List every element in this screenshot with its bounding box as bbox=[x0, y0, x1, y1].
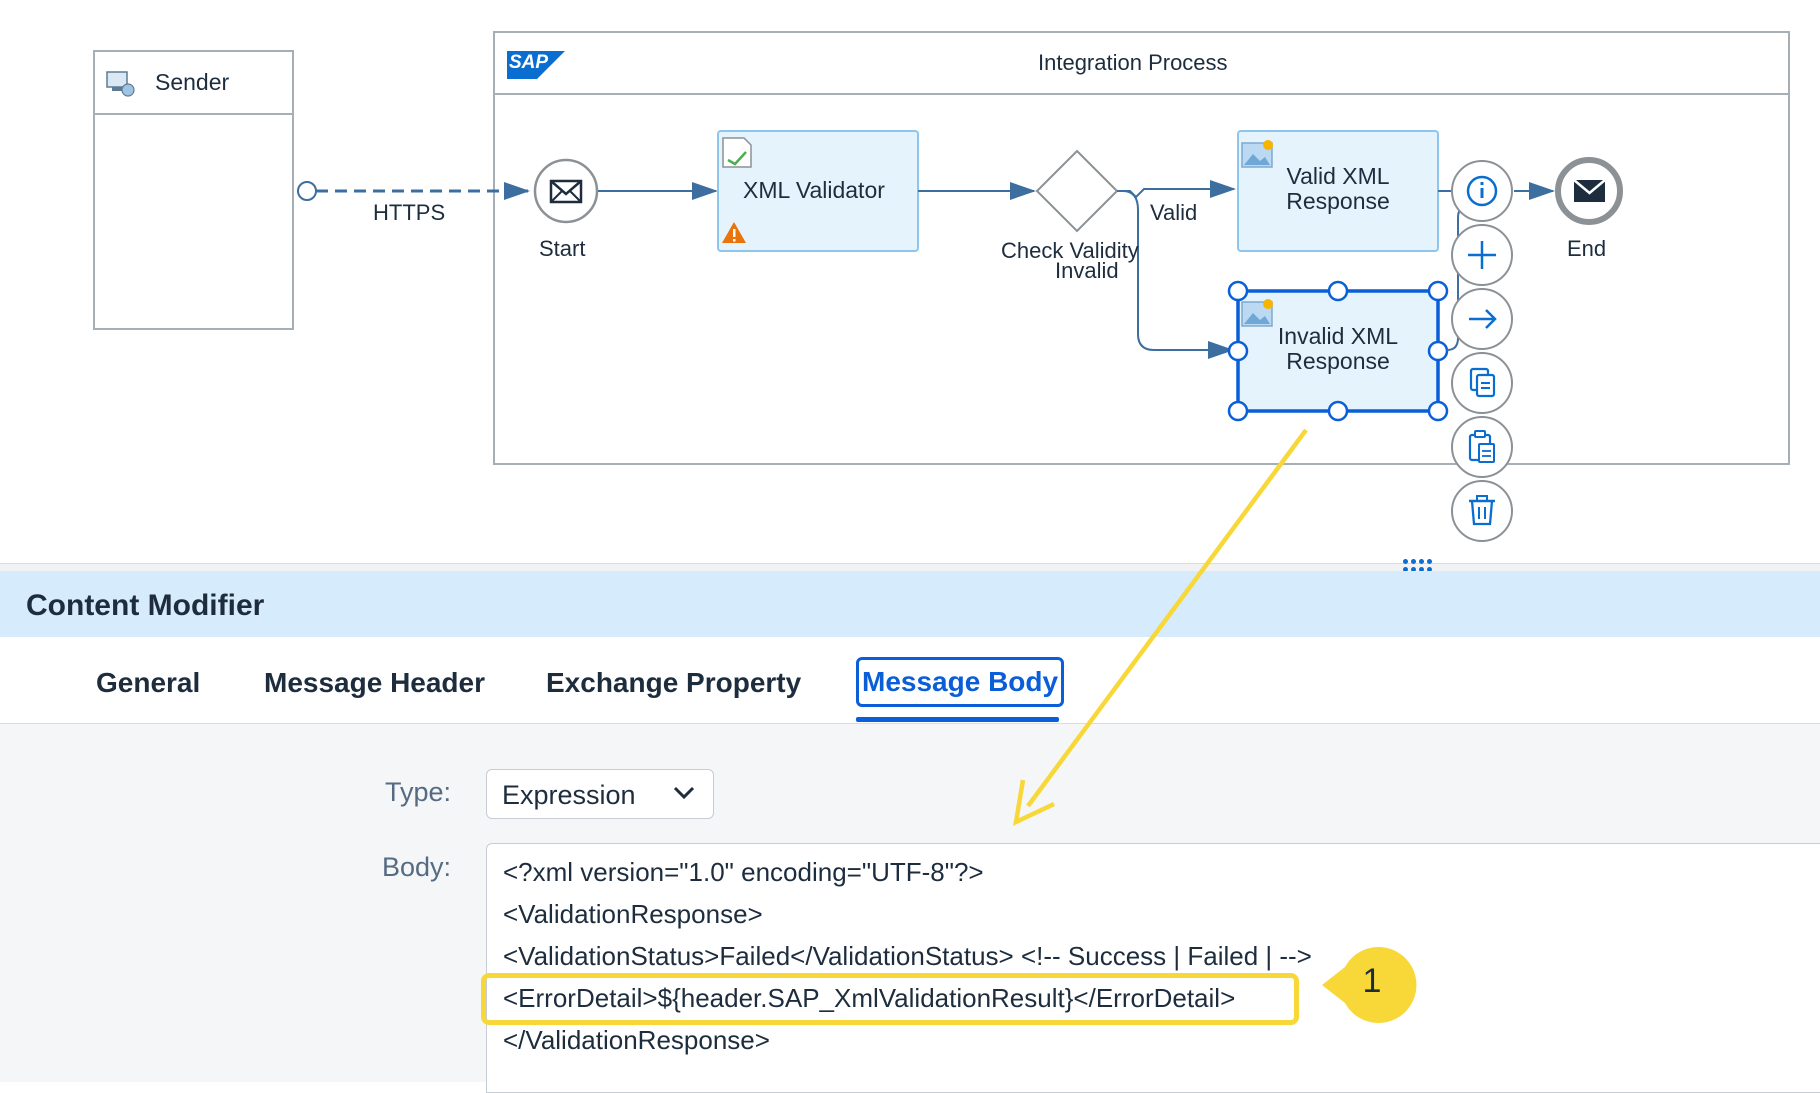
check-validity-gateway[interactable] bbox=[1035, 149, 1119, 233]
code-line: <ValidationStatus>Failed</ValidationStat… bbox=[503, 941, 1312, 971]
process-title: Integration Process bbox=[1038, 50, 1228, 75]
body-label: Body: bbox=[382, 852, 452, 882]
https-connection[interactable] bbox=[297, 181, 530, 201]
gateway-label: Check Validity bbox=[1001, 238, 1139, 263]
valid-response-label: Valid XML Response bbox=[1238, 164, 1438, 214]
warning-icon[interactable] bbox=[722, 222, 746, 243]
add-icon[interactable] bbox=[1451, 224, 1513, 286]
properties-panel-header: Content Modifier bbox=[0, 571, 1820, 637]
invalid-response-label: Invalid XML Response bbox=[1238, 324, 1438, 374]
integration-process-pool[interactable] bbox=[493, 31, 1790, 465]
tab-exchange-property[interactable]: Exchange Property bbox=[546, 667, 802, 698]
sap-logo-text: SAP bbox=[509, 52, 549, 73]
content-modifier-icon bbox=[1241, 140, 1273, 168]
code-line: <?xml version="1.0" encoding="UTF-8"?> bbox=[503, 857, 984, 887]
content-modifier-icon bbox=[1241, 299, 1273, 327]
invalid-response-label-line2: Response bbox=[1286, 348, 1390, 374]
type-select-value: Expression bbox=[502, 780, 636, 810]
info-icon[interactable] bbox=[1451, 160, 1513, 222]
end-event[interactable] bbox=[1555, 157, 1623, 225]
paste-icon[interactable] bbox=[1451, 416, 1513, 478]
connect-arrow-icon[interactable] bbox=[1451, 288, 1513, 350]
delete-icon[interactable] bbox=[1451, 480, 1513, 542]
invalid-route-label: Invalid bbox=[1055, 258, 1119, 283]
chevron-down-icon bbox=[673, 786, 695, 805]
sap-logo bbox=[507, 51, 565, 79]
code-line: </ValidationResponse> bbox=[503, 1025, 770, 1055]
active-tab-indicator bbox=[856, 717, 1059, 722]
highlight-box bbox=[481, 973, 1299, 1025]
invalid-route[interactable] bbox=[1122, 190, 1234, 359]
start-event[interactable] bbox=[533, 158, 599, 224]
diagram-canvas[interactable]: Sender Integration Process SAP HTTPS Sta… bbox=[0, 0, 1820, 565]
https-label: HTTPS bbox=[373, 200, 446, 225]
body-editor[interactable]: <?xml version="1.0" encoding="UTF-8"?> <… bbox=[486, 843, 1820, 1093]
tab-general[interactable]: General bbox=[96, 667, 201, 698]
code-line: <ErrorDetail>${header.SAP_XmlValidationR… bbox=[503, 983, 1236, 1013]
end-label: End bbox=[1567, 236, 1607, 261]
invalid-response-label-line1: Invalid XML bbox=[1277, 323, 1399, 349]
tab-message-header[interactable]: Message Header bbox=[264, 667, 486, 698]
xml-validator-label: XML Validator bbox=[743, 177, 885, 203]
tab-bar: General Message Header Exchange Property… bbox=[0, 637, 1820, 724]
sender-label: Sender bbox=[155, 69, 230, 95]
valid-response-label-line1: Valid XML bbox=[1286, 163, 1390, 189]
valid-response-label-line2: Response bbox=[1286, 188, 1390, 214]
tab-message-body[interactable]: Message Body bbox=[856, 657, 1065, 707]
callout-number: 1 bbox=[1362, 962, 1382, 1000]
code-line: <ValidationResponse> bbox=[503, 899, 763, 929]
type-label: Type: bbox=[385, 777, 452, 807]
sender-pool[interactable] bbox=[93, 50, 294, 330]
type-select[interactable]: Expression bbox=[486, 769, 714, 819]
sender-computer-icon bbox=[106, 71, 135, 97]
flow-diagram bbox=[93, 31, 1790, 542]
message-body-form: Type: Expression Body: <?xml version="1.… bbox=[0, 724, 1820, 1093]
valid-route-label: Valid bbox=[1150, 200, 1198, 225]
start-label: Start bbox=[539, 236, 586, 261]
validator-document-icon bbox=[722, 137, 752, 168]
panel-title: Content Modifier bbox=[26, 589, 265, 622]
copy-icon[interactable] bbox=[1451, 352, 1513, 414]
